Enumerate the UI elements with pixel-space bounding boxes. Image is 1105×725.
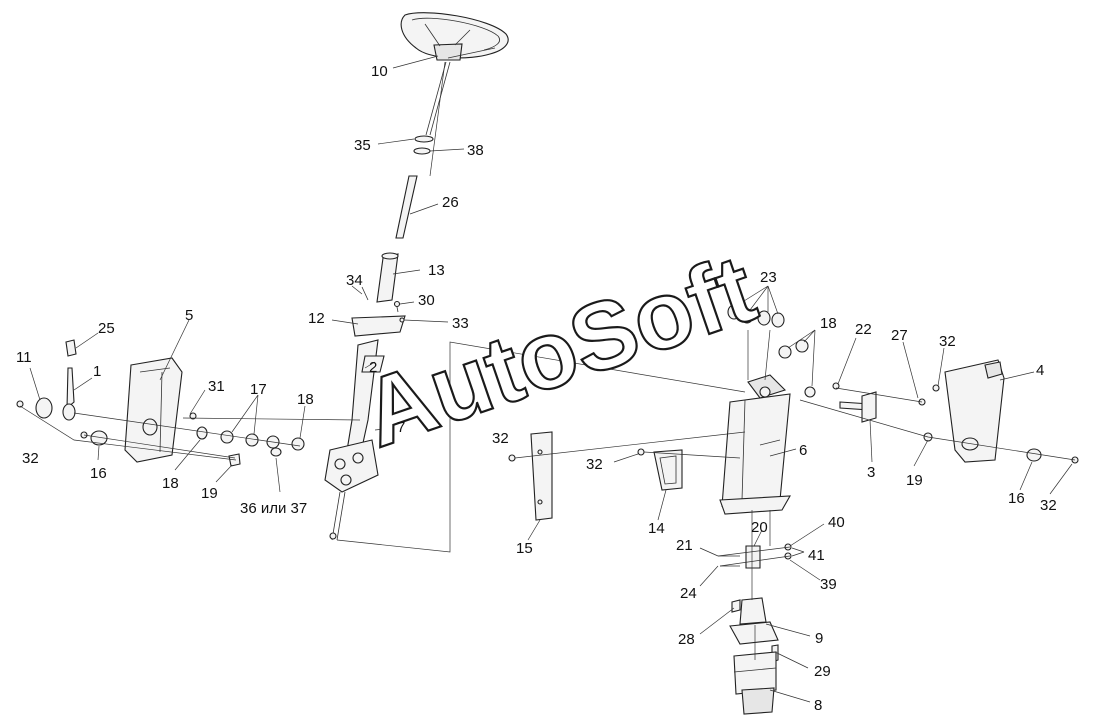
steering-shaft-thin <box>425 61 447 136</box>
knob-25 <box>65 339 77 357</box>
callout-labels: 10 35 38 26 13 34 30 12 33 2 7 25 5 11 1… <box>16 63 1057 714</box>
callout-32-seal: 32 <box>586 456 603 473</box>
callout-16-left: 16 <box>90 465 107 482</box>
callout-26: 26 <box>442 194 459 211</box>
pump-8 <box>733 651 777 715</box>
callout-13: 13 <box>428 262 445 279</box>
callout-10: 10 <box>371 63 388 80</box>
callout-14: 14 <box>648 520 665 537</box>
callout-36-or-37: 36 или 37 <box>240 500 307 517</box>
callout-15: 15 <box>516 540 533 557</box>
callout-16-right: 16 <box>1008 490 1025 507</box>
callout-32-bottom-right: 32 <box>1040 497 1057 514</box>
callout-20: 20 <box>751 519 768 536</box>
leader-lines <box>29 55 1073 703</box>
callout-3: 3 <box>867 464 875 481</box>
assembly-lines <box>19 61 1076 660</box>
bracket-4 <box>944 359 1005 463</box>
callout-5: 5 <box>185 307 193 324</box>
column-housing-7 <box>324 339 385 541</box>
callout-32-left: 32 <box>22 450 39 467</box>
callout-32-plate: 32 <box>492 430 509 447</box>
callout-8: 8 <box>814 697 822 714</box>
bushing-11 <box>35 397 53 419</box>
washer-38 <box>413 147 431 155</box>
watermark: AutoSoft <box>349 234 769 469</box>
cap-16-left <box>90 430 108 446</box>
callout-27: 27 <box>891 327 908 344</box>
callout-18-right: 18 <box>820 315 837 332</box>
cap-16-right <box>1026 448 1042 462</box>
bushing-13 <box>376 253 399 303</box>
callout-19-left: 19 <box>201 485 218 502</box>
callout-7: 7 <box>397 419 405 436</box>
callout-4: 4 <box>1036 362 1044 379</box>
callout-6: 6 <box>799 442 807 459</box>
callout-18-left-upper: 18 <box>297 391 314 408</box>
flange-12 <box>351 315 406 337</box>
washer-35 <box>414 135 434 143</box>
callout-11: 11 <box>16 349 32 366</box>
coupling-20 <box>745 545 761 569</box>
shaft-26 <box>395 175 418 239</box>
callout-29: 29 <box>814 663 831 680</box>
callout-21: 21 <box>676 537 693 554</box>
support-post-6 <box>719 374 791 515</box>
callout-38: 38 <box>467 142 484 159</box>
callout-32-top-right: 32 <box>939 333 956 350</box>
callout-9: 9 <box>815 630 823 647</box>
callout-35: 35 <box>354 137 371 154</box>
callout-31: 31 <box>208 378 225 395</box>
callout-30: 30 <box>418 292 435 309</box>
callout-33: 33 <box>452 315 469 332</box>
callout-12: 12 <box>308 310 325 327</box>
lever-1 <box>66 367 75 410</box>
valve-9 <box>729 597 779 645</box>
callout-22: 22 <box>855 321 872 338</box>
callout-23: 23 <box>760 269 777 286</box>
callout-25: 25 <box>98 320 115 337</box>
callout-39: 39 <box>820 576 837 593</box>
callout-18-left-lower: 18 <box>162 475 179 492</box>
callout-2: 2 <box>369 359 377 376</box>
callout-40: 40 <box>828 514 845 531</box>
seal-14 <box>653 449 683 491</box>
callout-28: 28 <box>678 631 695 648</box>
watermark-text: AutoSoft <box>350 235 768 468</box>
callout-19-right: 19 <box>906 472 923 489</box>
callout-1: 1 <box>93 363 101 380</box>
bracket-5 <box>124 357 183 463</box>
callout-24: 24 <box>680 585 697 602</box>
callout-17: 17 <box>250 381 267 398</box>
callout-41: 41 <box>808 547 825 564</box>
plate-15 <box>530 431 553 521</box>
callout-34: 34 <box>346 272 363 289</box>
steering-wheel <box>400 12 509 61</box>
